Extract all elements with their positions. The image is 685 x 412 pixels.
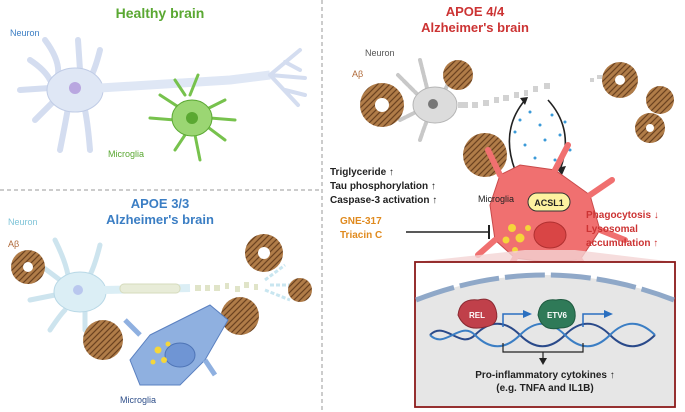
zoom-fan	[415, 250, 675, 262]
rel-label: REL	[469, 311, 485, 320]
inset-output-line2: (e.g. TNFA and IL1B)	[496, 383, 593, 394]
inhibitor-gne317: GNE-317	[340, 216, 382, 227]
apoe33-neuron-label: Neuron	[8, 217, 38, 227]
apoe33-neuron	[27, 237, 300, 333]
nucleus-inset	[414, 261, 676, 408]
effect-tau: Tau phosphorylation ↑	[330, 181, 436, 192]
effect-caspase: Caspase-3 activation ↑	[330, 195, 437, 206]
effect-triglyceride: Triglyceride ↑	[330, 167, 394, 178]
healthy-title: Healthy brain	[116, 5, 205, 21]
apoe44-microglia-label: Microglia	[478, 194, 514, 204]
apoe33-microglia-label: Microglia	[120, 395, 156, 405]
apoe33-title-line1: APOE 3/3	[131, 196, 190, 211]
inhibition-bar	[406, 225, 490, 239]
apoe44-plaques	[360, 60, 674, 177]
effect-phagocytosis: Phagocytosis ↓	[586, 210, 659, 221]
apoe44-neuron	[396, 58, 618, 142]
apoe44-title-line1: APOE 4/4	[446, 4, 505, 19]
effect-accumulation: accumulation ↑	[586, 238, 658, 249]
healthy-microglia-label: Microglia	[108, 149, 144, 159]
healthy-neuron-label: Neuron	[10, 28, 40, 38]
healthy-microglia	[148, 73, 237, 162]
cytokine-dots	[513, 110, 572, 162]
apoe33-abeta-label: Aβ	[8, 239, 19, 249]
apoe33-title-line2: Alzheimer's brain	[106, 212, 214, 227]
apoe33-microglia	[123, 304, 229, 386]
acsl1-label: ACSL1	[534, 198, 564, 208]
healthy-neuron	[17, 37, 307, 153]
apoe44-neuron-label: Neuron	[365, 48, 395, 58]
effect-lysosomal: Lysosomal	[586, 224, 638, 235]
inhibitor-triacin-c: Triacin C	[340, 230, 382, 241]
apoe44-abeta-label: Aβ	[352, 69, 363, 79]
apoe33-plaques	[11, 234, 312, 360]
inset-output-line1: Pro-inflammatory cytokines ↑	[475, 370, 614, 381]
etv6-label: ETV6	[547, 311, 568, 320]
apoe44-title-line2: Alzheimer's brain	[421, 20, 529, 35]
